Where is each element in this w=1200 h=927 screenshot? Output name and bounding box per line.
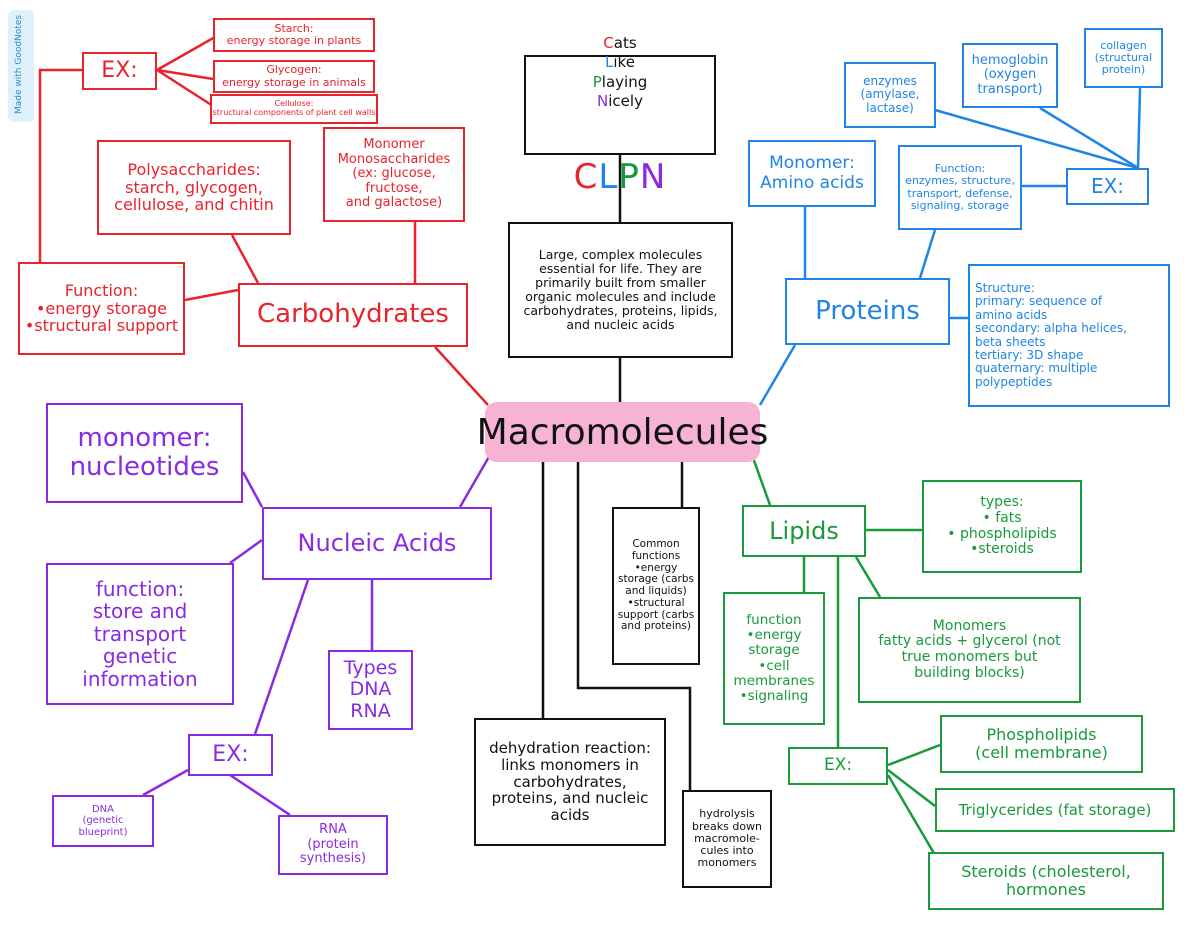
common-functions-box: Common functions •energy storage (carbs … <box>612 507 700 665</box>
lipids-example-triglycerides: Triglycerides (fat storage) <box>935 788 1175 832</box>
goodnotes-watermark: Made with GoodNotes <box>8 10 34 122</box>
lipids-types: types: • fats • phospholipids •steroids <box>922 480 1082 573</box>
hydrolysis-box: hydrolysis breaks down macromole-cules i… <box>682 790 772 888</box>
proteins-example-hemoglobin: hemoglobin (oxygen transport) <box>962 43 1058 108</box>
carbohydrates-monomer: Monomer Monosaccharides (ex: glucose, fr… <box>323 127 465 222</box>
carbohydrates-node: Carbohydrates <box>238 283 468 347</box>
lipids-ex-label: EX: <box>788 747 888 785</box>
overview-box: Large, complex molecules essential for l… <box>508 222 733 358</box>
proteins-monomer: Monomer: Amino acids <box>748 140 876 207</box>
proteins-function: Function: enzymes, structure, transport,… <box>898 145 1022 230</box>
carbohydrates-example-starch: Starch: energy storage in plants <box>213 18 375 52</box>
mnemonic-phrase: Cats Like Playing Nicely <box>592 33 648 111</box>
proteins-structure: Structure: primary: sequence of amino ac… <box>968 264 1170 407</box>
carbohydrates-polysaccharides: Polysaccharides: starch, glycogen, cellu… <box>97 140 291 235</box>
nucleic-acids-node: Nucleic Acids <box>262 507 492 580</box>
nucleic-acids-function: function: store and transport genetic in… <box>46 563 234 705</box>
dehydration-box: dehydration reaction: links monomers in … <box>474 718 666 846</box>
carbohydrates-ex-label: EX: <box>82 52 157 90</box>
mnemonic-box: Cats Like Playing Nicely CLPN <box>524 34 716 196</box>
lipids-monomers: Monomers fatty acids + glycerol (not tru… <box>858 597 1081 703</box>
nucleic-acids-ex-label: EX: <box>188 734 273 776</box>
lipids-function: function •energy storage •cell membranes… <box>723 592 825 725</box>
proteins-example-collagen: collagen (structural protein) <box>1084 28 1163 88</box>
proteins-example-enzymes: enzymes (amylase, lactase) <box>844 62 936 128</box>
mnemonic-acronym: CLPN <box>573 156 667 197</box>
nucleic-acids-example-dna: DNA (genetic blueprint) <box>52 795 154 847</box>
nucleic-acids-types: Types DNA RNA <box>328 650 413 730</box>
proteins-ex-label: EX: <box>1066 168 1149 205</box>
lipids-node: Lipids <box>742 505 866 557</box>
nucleic-acids-monomer: monomer: nucleotides <box>46 403 243 503</box>
carbohydrates-example-cellulose: Cellulose: structural components of plan… <box>210 94 378 124</box>
carbohydrates-function: Function: •energy storage •structural su… <box>18 262 185 355</box>
central-topic: Macromolecules <box>477 402 768 462</box>
watermark-text: Made with GoodNotes <box>14 14 24 114</box>
lipids-example-phospholipids: Phospholipids (cell membrane) <box>940 715 1143 773</box>
proteins-node: Proteins <box>785 278 950 345</box>
carbohydrates-example-glycogen: Glycogen: energy storage in animals <box>213 60 375 93</box>
nucleic-acids-example-rna: RNA (protein synthesis) <box>278 815 388 875</box>
lipids-example-steroids: Steroids (cholesterol, hormones <box>928 852 1164 910</box>
